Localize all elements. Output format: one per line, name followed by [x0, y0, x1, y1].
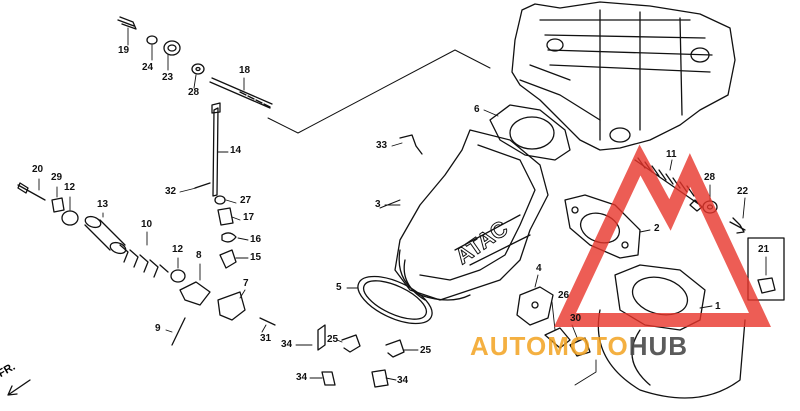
bolt-33 [399, 134, 423, 155]
nut-27 [214, 195, 226, 205]
label-17: 17 [243, 212, 255, 223]
spring-10 [119, 244, 169, 278]
label-15: 15 [250, 252, 262, 263]
label-28a: 28 [188, 87, 200, 98]
bushing-13 [84, 215, 127, 255]
gasket-6 [489, 104, 571, 161]
label-16: 16 [250, 234, 262, 245]
label-12a: 12 [64, 182, 76, 193]
watermark-logo [553, 144, 771, 327]
label-10: 10 [141, 219, 153, 230]
label-2: 2 [654, 223, 660, 234]
cylinder-block-drawing [511, 1, 736, 151]
label-1: 1 [715, 301, 721, 312]
label-32: 32 [165, 186, 177, 197]
bolt-34c [371, 369, 389, 388]
plate-4 [516, 286, 554, 326]
label-28b: 28 [704, 172, 716, 183]
pin-9 [171, 317, 186, 346]
watermark-part-1: AUTOMOTO [470, 331, 629, 361]
label-31: 31 [260, 333, 272, 344]
seal-12b [170, 269, 186, 283]
label-3: 3 [375, 199, 381, 210]
label-9: 9 [155, 323, 161, 334]
label-11: 11 [666, 149, 677, 160]
bolt-34a [317, 324, 326, 351]
label-29: 29 [51, 172, 63, 183]
label-8: 8 [196, 250, 202, 261]
link-7 [217, 291, 246, 321]
label-14: 14 [230, 145, 242, 156]
bolt-20 [17, 182, 46, 201]
front-arrow [7, 379, 31, 396]
label-5: 5 [336, 282, 342, 293]
label-12b: 12 [172, 244, 184, 255]
bolt-22 [729, 217, 746, 234]
nut-30 [569, 337, 591, 357]
o-ring-5 [357, 275, 433, 325]
washer-28a [191, 63, 205, 75]
label-22: 22 [737, 186, 749, 197]
label-21: 21 [758, 244, 770, 255]
atac-embossed-text: ATAC [451, 215, 513, 269]
label-34b: 34 [296, 372, 308, 383]
spring-16 [221, 232, 237, 243]
bushing-23 [163, 40, 181, 56]
label-25b: 25 [420, 345, 432, 356]
bolt-34b [321, 371, 336, 386]
label-34a: 34 [281, 339, 293, 350]
label-24: 24 [142, 62, 154, 73]
label-33: 33 [376, 140, 388, 151]
clip-25b [385, 339, 405, 358]
label-30: 30 [570, 313, 582, 324]
pin-32 [194, 182, 211, 189]
clip-25a [341, 334, 361, 353]
label-4: 4 [536, 263, 542, 274]
rod-14 [211, 102, 221, 197]
label-18: 18 [239, 65, 251, 76]
arm-8 [179, 281, 211, 306]
washer-29 [51, 197, 65, 213]
arm-15 [219, 249, 237, 269]
label-19: 19 [118, 45, 130, 56]
label-27: 27 [240, 195, 252, 206]
label-25a: 25 [327, 334, 339, 345]
cap-24 [146, 35, 158, 45]
bolt-19 [117, 16, 137, 30]
label-7: 7 [243, 278, 249, 289]
bolt-31 [259, 317, 276, 326]
watermark-part-2: HUB [628, 331, 689, 361]
label-13: 13 [97, 199, 109, 210]
label-26: 26 [558, 290, 570, 301]
watermark-text: AUTOMOTOHUB [470, 333, 688, 359]
collar-17 [217, 207, 234, 226]
label-34c: 34 [397, 375, 409, 386]
label-20: 20 [32, 164, 44, 175]
seal-12a [61, 210, 79, 226]
shaft-18 [209, 77, 273, 109]
label-6: 6 [474, 104, 480, 115]
label-23: 23 [162, 72, 174, 83]
